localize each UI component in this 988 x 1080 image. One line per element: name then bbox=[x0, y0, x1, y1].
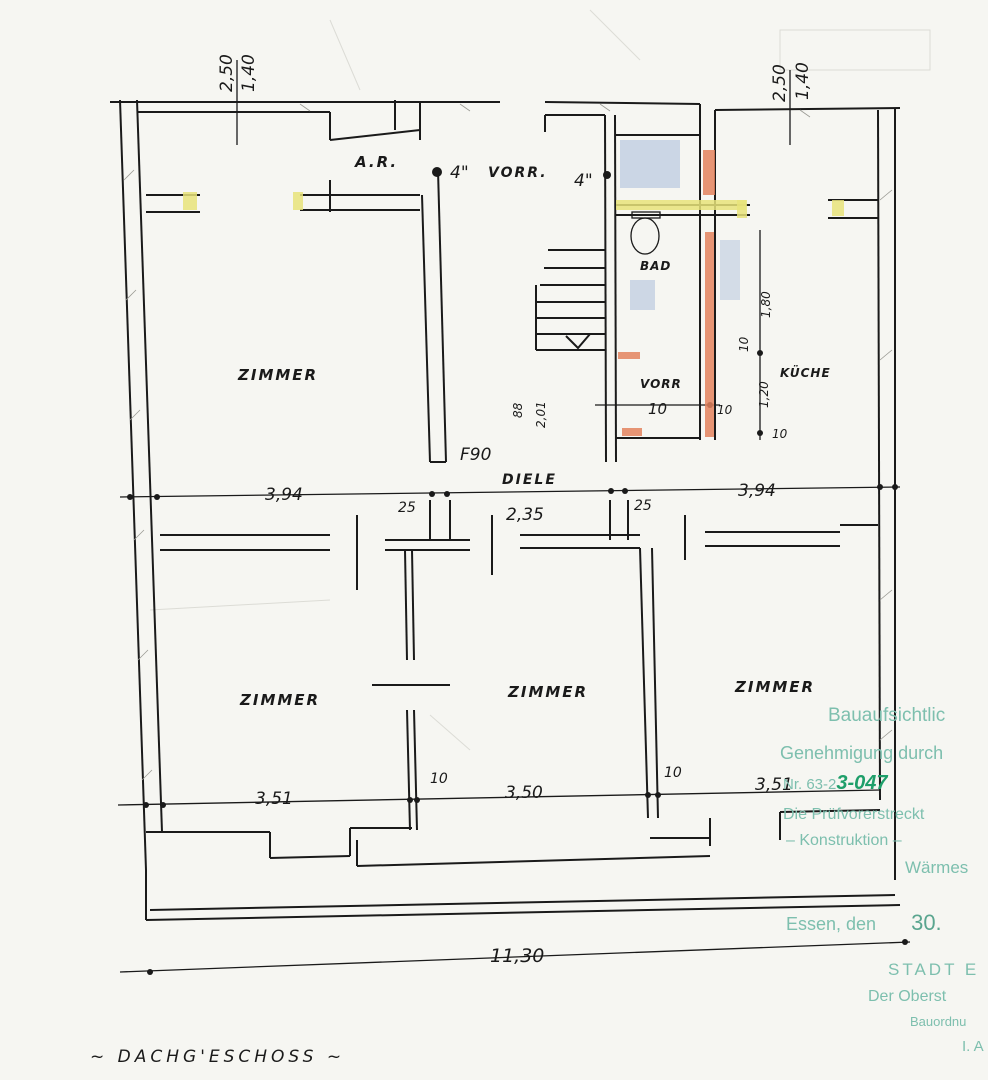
exterior-walls bbox=[110, 99, 901, 921]
stamp-line-1: Bauaufsichtlic bbox=[828, 705, 946, 726]
annotation-250-left: 2,50 bbox=[217, 54, 237, 92]
label-zimmer-bottom-right: ZIMMER bbox=[734, 678, 815, 696]
stamp-line-3: Nr. 63-23-047 bbox=[783, 772, 888, 795]
wall-hatching bbox=[123, 103, 893, 781]
dimension-10-right: 10 bbox=[664, 765, 682, 781]
label-diele: DIELE bbox=[502, 472, 557, 488]
interior-walls bbox=[146, 100, 878, 831]
stamp-line-9: Der Oberst bbox=[868, 988, 947, 1005]
annotation-140-left: 1,40 bbox=[239, 54, 259, 92]
annotation-250-right: 2,50 bbox=[770, 64, 790, 102]
annotation-wall-4-a: 4" bbox=[450, 163, 469, 183]
dimension-dots bbox=[127, 167, 908, 975]
stamp-line-7: Essen, den 30. bbox=[786, 910, 942, 936]
annotation-10-b: 10 bbox=[717, 403, 733, 417]
dimension-total-1130: 11,30 bbox=[490, 945, 544, 967]
label-vorr-top: VORR. bbox=[488, 165, 548, 181]
dimension-25-left: 25 bbox=[398, 500, 416, 516]
label-bad: BAD bbox=[640, 259, 671, 273]
stamp-line-3-prefix: Nr. 63-2 bbox=[783, 776, 837, 793]
dimension-10-left: 10 bbox=[430, 771, 448, 787]
annotation-10-a: 10 bbox=[737, 336, 751, 352]
label-zimmer-top-left: ZIMMER bbox=[237, 366, 318, 384]
floor-title: ~ DACHG'ESCHOSS ~ bbox=[90, 1047, 345, 1067]
stamp-approval-number: 3-047 bbox=[836, 772, 888, 794]
annotation-f90: F90 bbox=[460, 445, 491, 465]
dimension-351-left: 3,51 bbox=[255, 789, 293, 809]
annotation-10-d: 10 bbox=[648, 400, 667, 418]
stamp-line-4: Die Prüfvorerstreckt bbox=[783, 806, 925, 823]
annotation-wall-4-b: 4" bbox=[574, 171, 593, 191]
stamp-line-8: STADT E bbox=[888, 960, 980, 979]
dimension-394-right: 3,94 bbox=[738, 481, 776, 501]
dimension-350: 3,50 bbox=[505, 783, 543, 803]
annotation-88: 88 bbox=[511, 402, 525, 418]
annotation-201: 2,01 bbox=[534, 401, 548, 428]
stamp-line-6: Wärmes bbox=[905, 858, 969, 877]
label-zimmer-bottom-left: ZIMMER bbox=[239, 691, 320, 709]
stamp-line-11: I. A bbox=[962, 1038, 984, 1055]
stamp-line-10: Bauordnu bbox=[910, 1014, 967, 1029]
dimension-351-right: 3,51 bbox=[755, 775, 793, 795]
annotation-180: 1,80 bbox=[759, 291, 773, 318]
dimension-394-left: 3,94 bbox=[265, 485, 303, 505]
stair-arrow-icon bbox=[565, 333, 591, 350]
label-vorr: VORR bbox=[640, 377, 682, 391]
annotation-140-right: 1,40 bbox=[793, 62, 813, 100]
label-ar: A.R. bbox=[354, 153, 398, 171]
dimension-lines bbox=[117, 60, 911, 973]
stamp-date-value: 30. bbox=[911, 910, 942, 935]
stamp-line-2: Genehmigung durch bbox=[780, 743, 944, 763]
stamp-date-label: Essen, den bbox=[786, 914, 877, 934]
stamp-line-5: – Konstruktion – bbox=[786, 832, 902, 849]
toilet-symbol bbox=[630, 211, 661, 255]
label-kueche: KÜCHE bbox=[780, 365, 831, 380]
annotation-120: 1,20 bbox=[757, 381, 771, 408]
color-markings bbox=[183, 140, 844, 437]
paper-background-marks bbox=[149, 9, 931, 751]
label-zimmer-bottom-middle: ZIMMER bbox=[507, 683, 588, 701]
annotation-10-c: 10 bbox=[772, 427, 788, 441]
dimension-235: 2,35 bbox=[506, 505, 544, 525]
dimension-25-right: 25 bbox=[634, 498, 652, 514]
